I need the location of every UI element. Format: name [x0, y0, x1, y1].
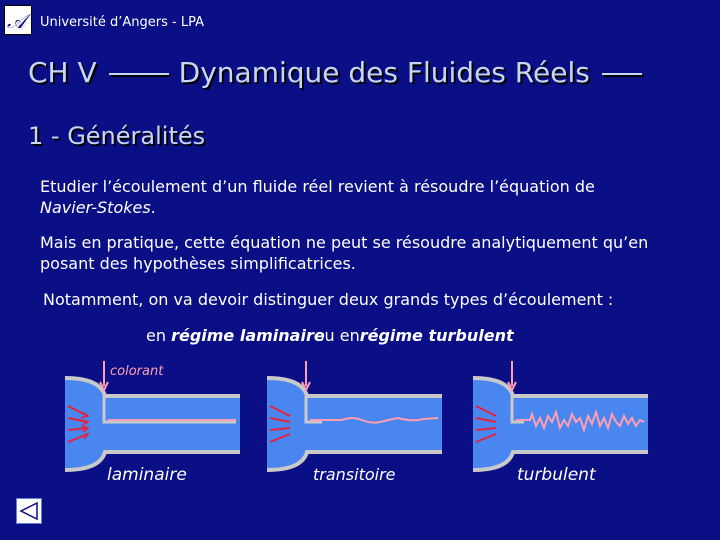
flow-arrows: [269, 405, 291, 443]
university-logo: 𝒜: [4, 5, 32, 35]
paragraph-1-end: .: [150, 198, 156, 217]
university-name: Université d’Angers - LPA: [40, 15, 204, 30]
dye-streak-transitional: [310, 416, 439, 424]
paragraph-1: Etudier l’écoulement d’un fluide réel re…: [40, 176, 680, 218]
pipe-wall-top: [266, 376, 442, 398]
dye-label: colorant: [110, 364, 164, 379]
paragraph-3: Notamment, on va devoir distinguer deux …: [43, 290, 614, 309]
pipe-wall-bottom: [472, 450, 648, 472]
paragraph-1-text: Etudier l’écoulement d’un fluide réel re…: [40, 177, 595, 196]
pipe-diagram-turbulent: [472, 361, 648, 472]
back-triangle-icon: [19, 501, 38, 521]
paragraph-2: Mais en pratique, cette équation ne peut…: [40, 233, 649, 273]
paragraph-4: en régime laminaireou en régime turbulen…: [146, 325, 514, 346]
pipe-wall-bottom: [266, 450, 442, 472]
pipe-body: [267, 378, 442, 470]
injector-tube: [102, 396, 236, 424]
chapter-prefix: CH V: [28, 56, 97, 89]
title-dash: [601, 73, 642, 75]
pipe-diagram-transitional: [266, 361, 442, 472]
injector-tube: [510, 396, 524, 424]
navier-stokes-term: Navier-Stokes: [40, 198, 151, 217]
injector-tube: [304, 396, 322, 424]
regime-laminaire: régime laminaire: [171, 326, 325, 345]
pipe-body: [473, 378, 648, 470]
label-transitoire: transitoire: [313, 465, 396, 484]
p4-en: en: [146, 326, 172, 345]
label-laminaire: laminaire: [107, 465, 187, 485]
dye-streak-turbulent: [516, 408, 645, 434]
flow-arrows: [475, 405, 497, 443]
title-dash: [108, 73, 169, 75]
pipe-wall-bottom: [64, 450, 240, 472]
p4-ou: ou en: [314, 326, 360, 345]
dye-arrowhead: [507, 381, 517, 393]
pipe-diagram-laminar: [64, 361, 240, 472]
flow-arrows: [67, 405, 89, 443]
svg-text:𝒜: 𝒜: [7, 9, 31, 33]
dye-arrowhead: [99, 381, 109, 393]
label-turbulent: turbulent: [517, 465, 596, 485]
regime-turbulent: régime turbulent: [359, 326, 514, 345]
back-button[interactable]: [16, 498, 42, 524]
flow-arrowheads: [80, 411, 91, 440]
pipe-wall-top: [472, 376, 648, 398]
pipe-wall-top: [64, 376, 240, 398]
chapter-title: CH V Dynamique des Fluides Réels: [28, 56, 642, 89]
pipe-body: [65, 378, 240, 470]
chapter-name: Dynamique des Fluides Réels: [178, 56, 590, 89]
section-title: 1 - Généralités: [28, 122, 206, 150]
dye-arrowhead: [301, 381, 311, 393]
